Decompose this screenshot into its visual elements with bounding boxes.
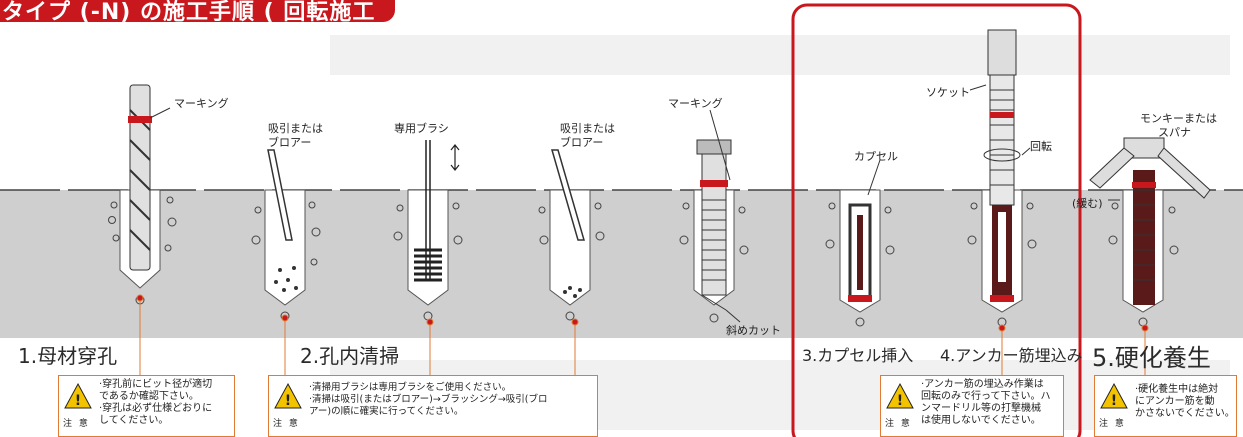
- svg-text:!: !: [285, 393, 291, 409]
- caution-label: 注 意: [885, 419, 912, 429]
- step-4-title: 4.アンカー筋埋込み: [940, 346, 1083, 365]
- note-line: ·穿孔は必ず仕様どおりに: [99, 403, 213, 414]
- step-3-title: 3.カプセル挿入: [802, 346, 914, 365]
- note-line: してください。: [99, 415, 169, 426]
- caution-note-4: ! 注 意 ·硬化養生中は絶対 にアンカー筋を動 かさないでください。: [1094, 375, 1237, 437]
- caution-label: 注 意: [63, 419, 90, 429]
- svg-text:!: !: [75, 393, 81, 409]
- note-connectors: [136, 294, 1149, 378]
- caution-note-2: ! 注 意 ·清掃用ブラシは専用ブラシをご使用ください。 ·清掃は吸引(またはブ…: [268, 375, 598, 437]
- page-title: タイプ (-N) の施工手順 ( 回転施工手順 ): [2, 0, 376, 57]
- step-5-title: 5.硬化養生: [1092, 344, 1211, 372]
- suction-tube: [267, 149, 585, 241]
- caution-note-3: ! 注 意 ·アンカー筋の埋込み作業は 回転のみで行って下さい。ハ ンマードリル…: [880, 375, 1064, 437]
- note-line: ·アンカー筋の埋込み作業は: [921, 379, 1044, 390]
- callout-wrench-a: モンキーまたは: [1140, 112, 1217, 125]
- callout-diagonal-cut: 斜めカット: [726, 324, 781, 337]
- anchor-bolt: [696, 139, 732, 311]
- warning-icon: !: [274, 382, 302, 409]
- warning-icon: !: [1100, 382, 1128, 409]
- note-line: ンマードリル等の打撃機械: [921, 403, 1041, 414]
- callout-marking: マーキング: [174, 97, 229, 110]
- callout-marking-anchor: マーキング: [668, 97, 723, 110]
- callout-loosen: (緩む): [1072, 197, 1103, 210]
- note-line: は使用しないでください。: [921, 415, 1041, 426]
- dust: [274, 266, 582, 298]
- step-2-title: 2.孔内清掃: [300, 344, 400, 368]
- note-line: にアンカー筋を動: [1135, 396, 1215, 407]
- note-line: アー)の順に確実に行ってください。: [309, 406, 464, 417]
- note-line: かさないでください。: [1135, 408, 1235, 419]
- callout-suction-1a: 吸引または: [268, 122, 323, 135]
- step-1-title: 1.母材穿孔: [18, 344, 118, 368]
- svg-text:!: !: [1111, 393, 1117, 409]
- callout-leaders: [149, 84, 1120, 323]
- svg-text:!: !: [897, 393, 903, 409]
- capsule-illustration: [848, 203, 872, 302]
- callout-suction-1b: ブロアー: [268, 136, 312, 149]
- note-line: ·清掃用ブラシは専用ブラシをご使用ください。: [309, 382, 512, 393]
- note-line: ·清掃は吸引(またはブロアー)→ブラッシング→吸引(ブロ: [309, 394, 548, 405]
- note-line: 回転のみで行って下さい。ハ: [921, 391, 1051, 402]
- note-line: ·穿孔前にビット径が適切: [99, 379, 213, 390]
- caution-note-1: ! 注 意 ·穿孔前にビット径が適切 であるか確認下さい。 ·穿孔は必ず仕様どお…: [58, 375, 235, 437]
- highlight-frame: [791, 3, 1082, 437]
- note-line: であるか確認下さい。: [99, 391, 199, 402]
- anchor-with-socket: [983, 29, 1021, 302]
- caution-label: 注 意: [273, 419, 300, 429]
- callout-wrench-b: スパナ: [1158, 126, 1191, 139]
- cleaning-brush: [414, 140, 460, 282]
- warning-icon: !: [886, 382, 914, 409]
- callout-suction-2b: ブロアー: [560, 136, 604, 149]
- callout-socket: ソケット: [926, 86, 970, 99]
- caution-label: 注 意: [1099, 419, 1126, 429]
- anchor-with-wrench: [1089, 137, 1211, 305]
- callout-suction-2a: 吸引または: [560, 122, 615, 135]
- header-banner: タイプ (-N) の施工手順 ( 回転施工手順 ): [0, 0, 395, 57]
- callout-capsule: カプセル: [854, 150, 898, 163]
- warning-icon: !: [64, 382, 92, 409]
- callout-rotation: 回転: [1030, 140, 1052, 153]
- concrete-band: [0, 190, 1243, 338]
- note-line: ·硬化養生中は絶対: [1135, 384, 1219, 395]
- callout-brush: 専用ブラシ: [394, 122, 449, 135]
- drill-bit: [128, 84, 152, 271]
